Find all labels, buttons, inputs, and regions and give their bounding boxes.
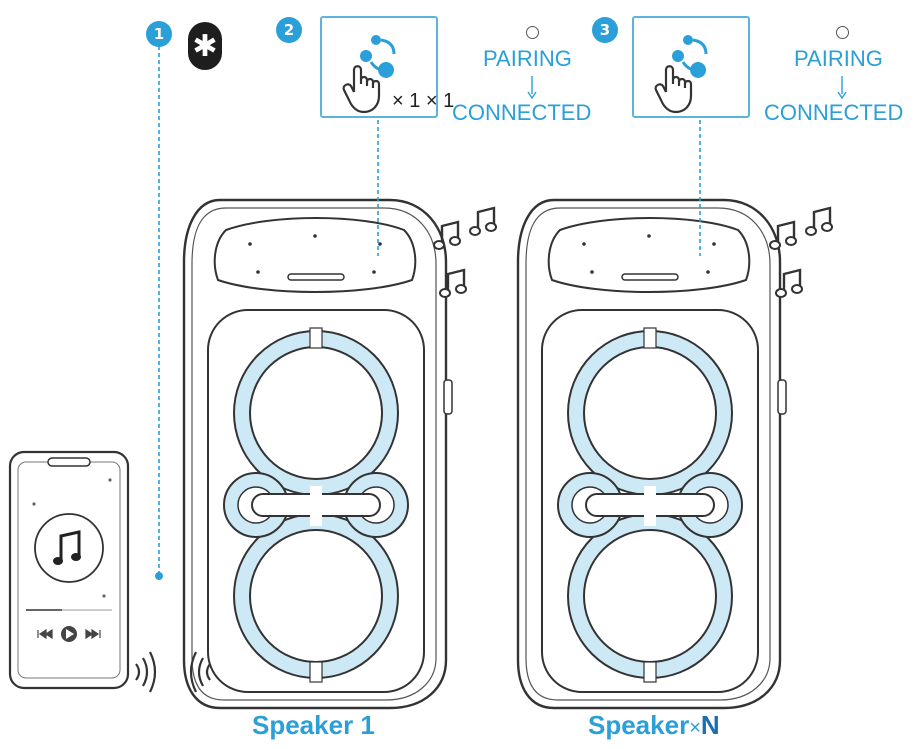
music-note-icon (53, 530, 81, 565)
step-2-pair-button-box[interactable] (320, 16, 438, 118)
speaker-n-label: Speaker×N (588, 710, 720, 741)
bluetooth-icon: ✱ (188, 22, 222, 70)
speaker-1-label: Speaker 1 (252, 710, 375, 740)
previous-icon (37, 628, 53, 640)
status-pairing: PAIRING (794, 46, 883, 71)
press-count: × 1 × 1 (392, 90, 455, 112)
next-icon (85, 628, 101, 640)
step-2-badge: 2 (276, 17, 302, 43)
status-connected: CONNECTED (452, 100, 592, 125)
smartphone (8, 450, 130, 690)
status-connected: CONNECTED (764, 100, 904, 125)
speaker-n-prefix: Speaker (588, 710, 690, 740)
speaker-n-suffix: N (700, 710, 720, 740)
led-indicator (526, 26, 539, 39)
speaker-n-illustration (516, 198, 788, 710)
status-arrow (837, 76, 847, 100)
speaker-1-illustration (182, 198, 454, 710)
step-1-connector-dot (155, 572, 163, 580)
signal-wave-icon (189, 651, 211, 693)
led-indicator (836, 26, 849, 39)
step-3-badge: 3 (592, 17, 618, 43)
step-3-pair-button-box[interactable] (632, 16, 750, 118)
signal-wave-icon (135, 651, 157, 693)
speaker-n-times: × (689, 717, 701, 739)
status-pairing: PAIRING (483, 46, 572, 71)
tap-hand-icon (654, 65, 693, 114)
status-arrow (527, 76, 537, 100)
step-1-badge: 1 (146, 21, 172, 47)
